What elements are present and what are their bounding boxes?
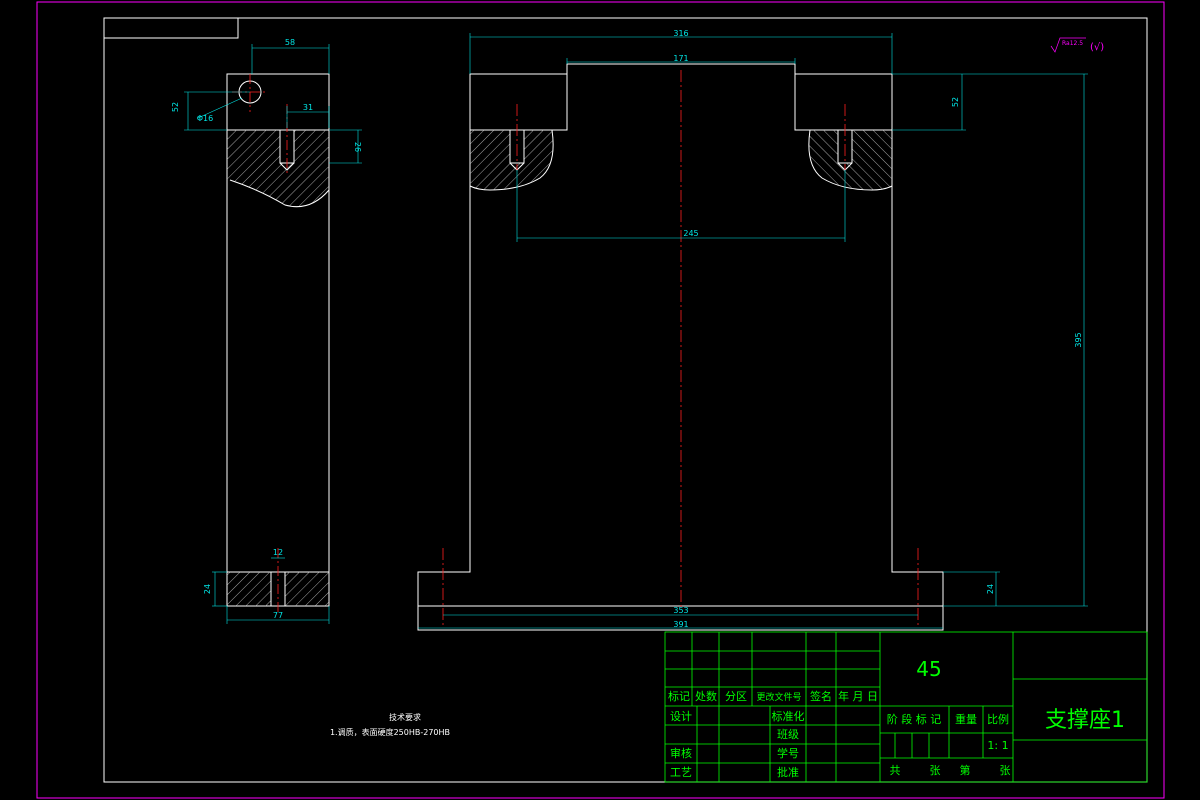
tb-mid-3: 批准 — [777, 765, 799, 779]
dim-front-total-height: 395 — [1074, 332, 1083, 347]
title-block — [664, 631, 1148, 783]
dim-front-step-height: 52 — [951, 97, 960, 107]
dim-side-base-thickness: 24 — [203, 584, 212, 594]
tb-stage-2: 比例 — [987, 712, 1009, 726]
surface-finish-symbol — [1050, 37, 1086, 53]
tb-rev-3: 更改文件号 — [756, 691, 801, 703]
tb-sheet-0: 共 — [890, 764, 901, 777]
outer-border — [36, 1, 1165, 799]
corner-box — [104, 18, 239, 39]
surface-finish-mark: (√) — [1090, 42, 1104, 53]
tb-stage-0: 阶 段 标 记 — [887, 712, 942, 726]
dim-side-hole-height: 52 — [171, 102, 180, 112]
dim-front-overall-width: 316 — [673, 29, 688, 38]
tb-sheet-2: 第 — [960, 763, 971, 777]
tb-left-0: 设计 — [670, 710, 692, 723]
tb-sheet-3: 张 — [1000, 764, 1011, 777]
dim-side-hole-offset: 31 — [303, 103, 313, 112]
tb-sheet-1: 张 — [930, 764, 941, 777]
tb-part-name: 支撑座1 — [1045, 708, 1125, 733]
side-hatch-top — [227, 130, 329, 207]
tb-rev-1: 处数 — [695, 690, 717, 703]
tb-rev-0: 标记 — [668, 689, 690, 703]
tb-rev-2: 分区 — [725, 690, 747, 703]
dim-side-slot-width: 12 — [273, 548, 283, 557]
dim-front-base-thickness: 24 — [986, 584, 995, 594]
dim-front-base-inner: 353 — [673, 606, 688, 615]
tech-req-line1: 1.调质，表面硬度250HB-270HB — [330, 727, 450, 737]
tb-scale: 1: 1 — [987, 739, 1008, 752]
tb-material: 45 — [916, 657, 941, 681]
front-view — [417, 63, 944, 631]
tb-rev-4: 签名 — [810, 689, 832, 703]
dim-front-inner-width: 171 — [673, 54, 688, 63]
surface-finish-value: Ra12.5 — [1062, 40, 1083, 47]
tb-mid-1: 班级 — [777, 728, 799, 741]
side-view — [226, 73, 330, 607]
inner-border — [103, 17, 1148, 783]
dim-side-hole-dia: Φ16 — [197, 114, 213, 123]
dim-front-bolt-spacing: 245 — [683, 229, 698, 238]
tb-mid-0: 标准化 — [772, 709, 805, 723]
tb-stage-1: 重量 — [955, 712, 977, 726]
dim-side-top-width: 58 — [285, 38, 295, 47]
tech-req-title: 技术要求 — [389, 712, 421, 722]
dim-side-slot-depth: 26 — [353, 142, 362, 152]
dim-side-base-width: 77 — [273, 611, 283, 620]
dim-front-base-outer: 391 — [673, 620, 688, 629]
tb-left-2: 审核 — [670, 746, 692, 760]
tb-mid-2: 学号 — [777, 746, 799, 760]
tb-left-3: 工艺 — [670, 766, 692, 779]
tb-rev-5: 年 月 日 — [838, 689, 878, 703]
